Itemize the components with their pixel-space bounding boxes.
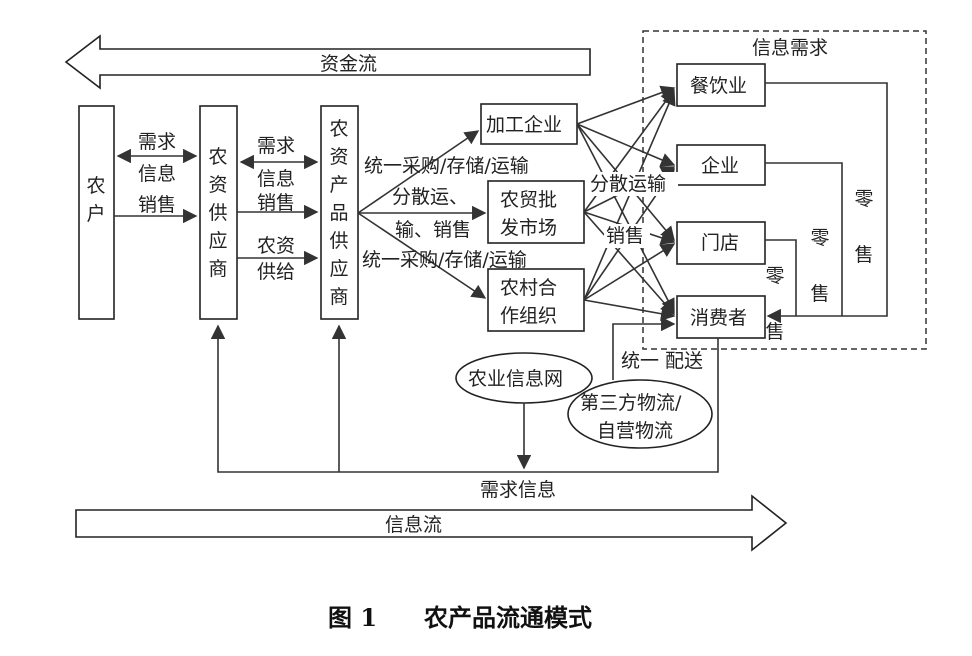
farmer-sales-label: 销售 — [138, 194, 176, 216]
enterprise-box: 企业 — [676, 144, 766, 186]
logistics-label-1: 第三方物流/ — [580, 392, 682, 414]
agri-info-net-label: 农业信息网 — [468, 368, 563, 390]
retail-label-3: 零 售 — [765, 265, 784, 343]
store-retail-line — [765, 239, 797, 316]
coop-label-2: 作组织 — [500, 305, 557, 327]
farmer-box: 农户 — [78, 105, 115, 320]
dispersed-right-label-2: 销售 — [606, 225, 644, 247]
farmer-label: 农户 — [86, 175, 105, 225]
figure-caption-number: 图 1 — [328, 603, 377, 632]
capital-flow-label: 资金流 — [320, 53, 377, 75]
info-flow-label: 信息流 — [385, 514, 442, 536]
dispersed-label-1: 分散运、 — [392, 186, 468, 208]
sp-supply-label: 农资 — [257, 235, 295, 257]
sales-right-bg — [604, 224, 650, 248]
retail-label-1: 零 售 — [854, 188, 873, 266]
catering-retail-line — [765, 82, 888, 324]
wholesale-label-2: 发市场 — [500, 217, 557, 239]
consumer-label: 消费者 — [690, 307, 747, 329]
enterprise-label: 企业 — [701, 155, 739, 177]
processing-box: 加工企业 — [480, 103, 578, 145]
dispersed-right-bg — [590, 172, 678, 196]
to-processing-arrow — [357, 130, 480, 214]
unified-top-label: 统一采购/存储/运输 — [364, 155, 529, 177]
processing-label: 加工企业 — [486, 114, 562, 136]
wholesale-box: 农贸批 发市场 — [487, 180, 585, 244]
unified-bottom-label: 统一采购/存储/运输 — [362, 249, 527, 271]
dispersed-right-label-1: 分散运输 — [590, 173, 666, 195]
input-supplier-box: 农资供应商 — [199, 105, 238, 320]
distribution-arrows — [576, 85, 676, 321]
enterprise-retail-line — [765, 162, 843, 316]
demand-info-loop-line — [210, 324, 719, 473]
catering-box: 餐饮业 — [676, 63, 766, 107]
delivery-arrow — [612, 316, 676, 380]
delivery-label: 统一 配送 — [621, 350, 703, 372]
info-demand-title: 信息需求 — [752, 37, 828, 59]
store-label: 门店 — [701, 232, 739, 254]
product-supplier-label: 农资产品供应商 — [329, 118, 348, 308]
input-supplier-label: 农资供应商 — [208, 146, 227, 280]
catering-label: 餐饮业 — [690, 75, 747, 97]
retail-label-2: 零 售 — [810, 227, 829, 305]
coop-label-1: 农村合 — [500, 277, 557, 299]
consumer-box: 消费者 — [676, 295, 766, 339]
figure-caption-title: 农产品流通模式 — [423, 603, 592, 632]
logistics-ellipse: 第三方物流/ 自营物流 — [567, 379, 713, 449]
wholesale-label-1: 农贸批 — [500, 189, 557, 211]
dispersed-label-2: 输、销售 — [395, 219, 471, 241]
product-supplier-box: 农资产品供应商 — [320, 105, 359, 320]
sp-sales-label: 销售 — [257, 192, 295, 214]
sp-demand-label: 需求 — [257, 135, 295, 157]
sp-supply2-label: 供给 — [257, 261, 295, 283]
farmer-demand-label: 需求 — [138, 131, 176, 153]
to-coop-arrow — [357, 212, 487, 299]
logistics-label-2: 自营物流 — [597, 420, 673, 442]
demand-info-label: 需求信息 — [480, 479, 556, 501]
farmer-info-label: 信息 — [138, 163, 176, 185]
store-box: 门店 — [676, 221, 766, 265]
agri-info-net-ellipse: 农业信息网 — [455, 352, 593, 404]
info-flow-arrow: 信息流 — [75, 494, 788, 552]
capital-flow-arrow: 资金流 — [64, 34, 591, 90]
sp-info-label: 信息 — [257, 168, 295, 190]
coop-box: 农村合 作组织 — [487, 268, 585, 332]
